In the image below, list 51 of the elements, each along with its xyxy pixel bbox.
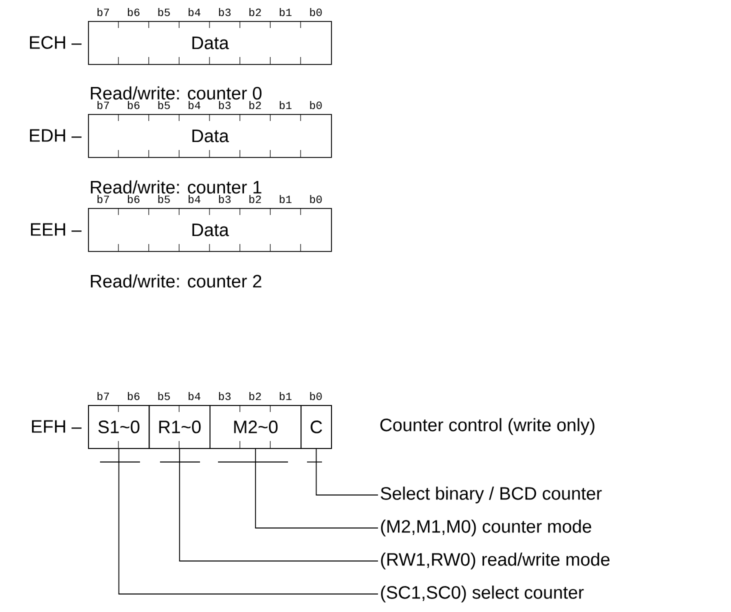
register-address: EDH – (30, 129, 82, 142)
bit-label: b1 (280, 101, 292, 110)
register-caption: Read/write: counter 2 (90, 274, 262, 288)
bit-label: b5 (158, 392, 170, 400)
register-caption: Counter control (write only) (380, 418, 594, 435)
bit-label: b6 (128, 392, 140, 400)
description-text: Select binary / BCD counter (380, 486, 602, 504)
register-address: ECH – (30, 36, 82, 49)
bit-label: b1 (280, 8, 292, 16)
description-text: (SC1,SC0) select counter (381, 586, 584, 602)
register-address: EFH – (32, 420, 82, 433)
bit-label: b2 (249, 101, 261, 110)
bit-label: b2 (249, 392, 261, 400)
bit-label: b6 (128, 101, 140, 110)
bit-label: b7 (98, 8, 109, 16)
bit-label: b5 (158, 195, 170, 204)
bit-label: b3 (219, 101, 231, 110)
register-caption: Read/write: counter 1 (90, 180, 262, 194)
register-box: Data (88, 20, 332, 65)
bit-label: b4 (188, 8, 200, 16)
bit-label: b0 (310, 101, 322, 110)
bit-label: b7 (98, 101, 109, 110)
bit-label: b6 (128, 8, 140, 16)
description-text: (RW1,RW0) read/write mode (381, 552, 610, 570)
bit-label: b3 (219, 195, 231, 204)
bit-label: b2 (249, 195, 261, 204)
register-caption: Read/write: counter 0 (90, 86, 262, 100)
description-text: (M2,M1,M0) counter mode (381, 520, 592, 536)
leader-line (316, 448, 378, 496)
bit-label: b0 (310, 8, 322, 16)
bit-label: b4 (188, 392, 200, 400)
bit-label: b4 (188, 195, 200, 204)
register-address: EEH – (31, 223, 82, 236)
bit-label: b5 (158, 8, 170, 16)
bit-label: b1 (280, 392, 292, 400)
leader-line (255, 448, 378, 528)
bit-label: b7 (98, 392, 109, 400)
bit-label: b3 (219, 8, 231, 16)
bit-label: b0 (310, 392, 322, 400)
leader-line (118, 448, 378, 594)
bit-label: b2 (249, 8, 261, 16)
bit-label: b5 (158, 101, 170, 110)
bit-label: b6 (128, 195, 140, 204)
bit-label: b4 (188, 101, 200, 110)
register-box: Data (88, 114, 332, 158)
leader-line (179, 448, 378, 562)
bit-label: b7 (98, 195, 109, 204)
bit-label: b1 (280, 195, 292, 204)
bit-label: b3 (219, 392, 231, 400)
register-box: Data (88, 208, 332, 252)
bit-label: b0 (310, 195, 322, 204)
